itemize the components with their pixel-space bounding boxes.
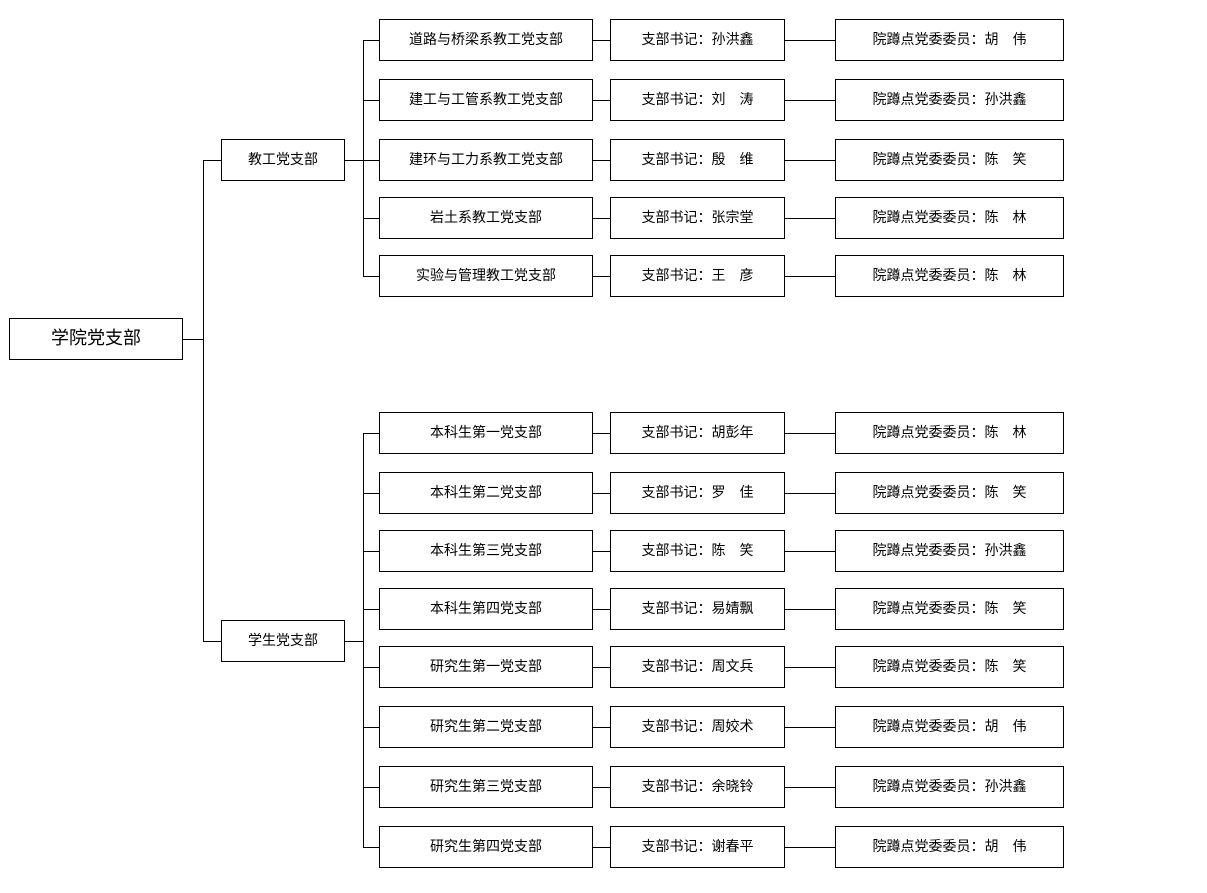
secretary-node: 支部书记：刘 涛 — [610, 79, 785, 121]
connector-line — [785, 551, 836, 552]
committee-member-node: 院蹲点党委委员：陈 林 — [835, 197, 1064, 239]
branch-node: 研究生第一党支部 — [379, 646, 593, 688]
connector-line — [593, 160, 611, 161]
connector-line — [363, 40, 364, 277]
branch-node: 研究生第三党支部 — [379, 766, 593, 808]
committee-member-node: 院蹲点党委委员：陈 笑 — [835, 588, 1064, 630]
committee-member-node: 院蹲点党委委员：陈 林 — [835, 255, 1064, 297]
connector-line — [593, 667, 611, 668]
connector-line — [785, 160, 836, 161]
committee-member-node: 院蹲点党委委员：胡 伟 — [835, 826, 1064, 868]
branch-node: 建工与工管系教工党支部 — [379, 79, 593, 121]
connector-line — [785, 276, 836, 277]
group-node: 教工党支部 — [221, 139, 345, 181]
branch-node: 本科生第四党支部 — [379, 588, 593, 630]
connector-line — [363, 787, 380, 788]
connector-line — [363, 667, 380, 668]
branch-node: 本科生第一党支部 — [379, 412, 593, 454]
secretary-node: 支部书记：孙洪鑫 — [610, 19, 785, 61]
connector-line — [363, 727, 380, 728]
committee-member-node: 院蹲点党委委员：孙洪鑫 — [835, 766, 1064, 808]
root-node: 学院党支部 — [9, 318, 183, 360]
connector-line — [785, 847, 836, 848]
secretary-node: 支部书记：张宗堂 — [610, 197, 785, 239]
connector-line — [593, 276, 611, 277]
branch-node: 实验与管理教工党支部 — [379, 255, 593, 297]
committee-member-node: 院蹲点党委委员：孙洪鑫 — [835, 530, 1064, 572]
connector-line — [183, 339, 204, 340]
secretary-node: 支部书记：罗 佳 — [610, 472, 785, 514]
connector-line — [785, 218, 836, 219]
connector-line — [593, 551, 611, 552]
committee-member-node: 院蹲点党委委员：陈 笑 — [835, 139, 1064, 181]
connector-line — [203, 160, 222, 161]
connector-line — [345, 641, 364, 642]
connector-line — [363, 551, 380, 552]
connector-line — [593, 40, 611, 41]
branch-node: 研究生第二党支部 — [379, 706, 593, 748]
connector-line — [363, 276, 380, 277]
connector-line — [363, 493, 380, 494]
connector-line — [203, 641, 222, 642]
secretary-node: 支部书记：周文兵 — [610, 646, 785, 688]
committee-member-node: 院蹲点党委委员：孙洪鑫 — [835, 79, 1064, 121]
connector-line — [593, 727, 611, 728]
connector-line — [785, 40, 836, 41]
connector-line — [363, 609, 380, 610]
connector-line — [593, 847, 611, 848]
connector-line — [363, 40, 380, 41]
branch-node: 本科生第三党支部 — [379, 530, 593, 572]
committee-member-node: 院蹲点党委委员：胡 伟 — [835, 19, 1064, 61]
connector-line — [785, 493, 836, 494]
connector-line — [363, 160, 380, 161]
connector-line — [363, 847, 380, 848]
committee-member-node: 院蹲点党委委员：陈 笑 — [835, 646, 1064, 688]
connector-line — [345, 160, 364, 161]
connector-line — [785, 667, 836, 668]
connector-line — [593, 609, 611, 610]
branch-node: 岩土系教工党支部 — [379, 197, 593, 239]
branch-node: 建环与工力系教工党支部 — [379, 139, 593, 181]
branch-node: 研究生第四党支部 — [379, 826, 593, 868]
connector-line — [785, 609, 836, 610]
secretary-node: 支部书记：易婧飘 — [610, 588, 785, 630]
connector-line — [785, 727, 836, 728]
branch-node: 道路与桥梁系教工党支部 — [379, 19, 593, 61]
secretary-node: 支部书记：胡彭年 — [610, 412, 785, 454]
committee-member-node: 院蹲点党委委员：胡 伟 — [835, 706, 1064, 748]
secretary-node: 支部书记：王 彦 — [610, 255, 785, 297]
connector-line — [363, 218, 380, 219]
group-node: 学生党支部 — [221, 620, 345, 662]
connector-line — [593, 787, 611, 788]
secretary-node: 支部书记：余晓铃 — [610, 766, 785, 808]
connector-line — [363, 433, 380, 434]
connector-line — [363, 433, 364, 848]
connector-line — [593, 433, 611, 434]
branch-node: 本科生第二党支部 — [379, 472, 593, 514]
connector-line — [593, 100, 611, 101]
secretary-node: 支部书记：殷 维 — [610, 139, 785, 181]
committee-member-node: 院蹲点党委委员：陈 笑 — [835, 472, 1064, 514]
connector-line — [785, 433, 836, 434]
committee-member-node: 院蹲点党委委员：陈 林 — [835, 412, 1064, 454]
connector-line — [785, 100, 836, 101]
secretary-node: 支部书记：陈 笑 — [610, 530, 785, 572]
secretary-node: 支部书记：周姣术 — [610, 706, 785, 748]
connector-line — [785, 787, 836, 788]
connector-line — [593, 218, 611, 219]
secretary-node: 支部书记：谢春平 — [610, 826, 785, 868]
connector-line — [363, 100, 380, 101]
connector-line — [203, 160, 204, 642]
connector-line — [593, 493, 611, 494]
